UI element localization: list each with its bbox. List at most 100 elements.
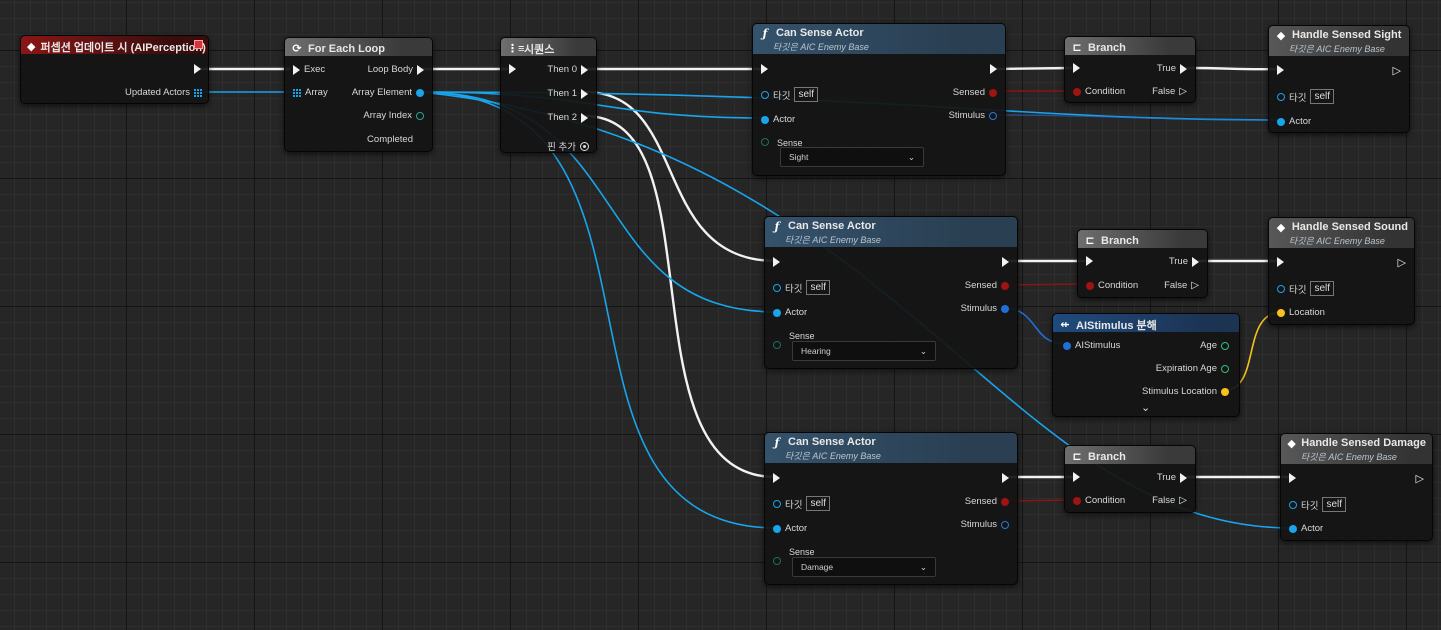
dropdown-value: Sight	[789, 152, 809, 162]
node-title: Can Sense Actor	[788, 436, 876, 448]
branch-node-2[interactable]: ⊏ Branch Condition True False▷	[1077, 229, 1208, 298]
int-pin-icon	[416, 111, 424, 120]
false-pin[interactable]: False▷	[1164, 280, 1199, 291]
condition-pin[interactable]: Condition	[1086, 280, 1138, 291]
branch-node-1[interactable]: ⊏ Branch Condition True False▷	[1064, 36, 1196, 103]
sense-dropdown[interactable]: Damage⌄	[792, 557, 936, 577]
location-pin[interactable]: Location	[1277, 307, 1325, 318]
for-each-loop-node[interactable]: ⟳ For Each Loop Exec Array Loop Body Arr…	[284, 37, 433, 152]
aistimulus-in-pin[interactable]: AIStimulus	[1063, 340, 1120, 351]
expiration-age-pin[interactable]: Expiration Age	[1156, 363, 1229, 374]
then2-pin[interactable]: Then 2	[547, 112, 588, 123]
exec-in-pin[interactable]	[1277, 257, 1284, 267]
sensed-pin[interactable]: Sensed	[965, 280, 1009, 291]
self-value[interactable]: self	[806, 280, 831, 295]
sequence-icon: ⋮≡	[507, 43, 525, 55]
exec-in-pin[interactable]	[761, 64, 768, 74]
exec-in-pin[interactable]	[773, 257, 780, 267]
sense-pin[interactable]	[773, 341, 781, 349]
pin-label: Then 2	[547, 112, 577, 123]
exec-in-pin[interactable]	[509, 64, 516, 74]
sensed-pin[interactable]: Sensed	[953, 87, 997, 98]
sense-dropdown[interactable]: Sight⌄	[780, 147, 924, 167]
exec-out-pin[interactable]: ▷	[1393, 64, 1401, 77]
handle-sensed-sight-node[interactable]: ◆ Handle Sensed Sight 타깃은 AIC Enemy Base…	[1268, 25, 1410, 133]
self-value[interactable]: self	[1310, 281, 1335, 296]
stimulus-pin[interactable]: Stimulus	[961, 303, 1009, 314]
handle-sensed-damage-node[interactable]: ◆ Handle Sensed Damage 타깃은 AIC Enemy Bas…	[1280, 433, 1433, 541]
exec-in-pin[interactable]	[1073, 472, 1080, 482]
exec-out-pin[interactable]	[1002, 473, 1009, 483]
branch-node-3[interactable]: ⊏ Branch Condition True False▷	[1064, 445, 1196, 513]
exec-in-pin[interactable]	[1289, 473, 1296, 483]
stimulus-location-pin[interactable]: Stimulus Location	[1142, 386, 1229, 397]
exec-in-pin[interactable]	[1086, 256, 1093, 266]
exec-out-pin[interactable]: ▷	[1416, 472, 1424, 485]
true-pin[interactable]: True	[1157, 472, 1187, 483]
sequence-node[interactable]: ⋮≡ 시퀀스 Then 0 Then 1 Then 2 핀 추가	[500, 37, 597, 153]
exec-in-pin[interactable]	[1277, 65, 1284, 75]
sense-pin[interactable]	[773, 557, 781, 565]
array-in-pin[interactable]: Array	[293, 87, 328, 98]
exec-out-pin[interactable]	[1002, 257, 1009, 267]
stimulus-pin[interactable]: Stimulus	[949, 110, 997, 121]
actor-pin[interactable]: Actor	[761, 114, 795, 125]
completed-pin[interactable]: Completed	[367, 134, 424, 145]
actor-pin[interactable]: Actor	[773, 307, 807, 318]
self-value[interactable]: self	[1310, 89, 1335, 104]
pin-label: AIStimulus	[1075, 340, 1121, 351]
condition-pin[interactable]: Condition	[1073, 86, 1125, 97]
self-value[interactable]: self	[794, 87, 819, 102]
sense-dropdown[interactable]: Hearing⌄	[792, 341, 936, 361]
updated-actors-pin[interactable]: Updated Actors	[125, 87, 202, 98]
exec-out-pin[interactable]	[990, 64, 997, 74]
break-aistimulus-node[interactable]: ⇷ AIStimulus 분해 AIStimulus Age Expiratio…	[1052, 313, 1240, 417]
actor-pin[interactable]: Actor	[1277, 116, 1311, 127]
sensed-pin[interactable]: Sensed	[965, 496, 1009, 507]
add-pin-button[interactable]: 핀 추가	[547, 139, 589, 153]
self-value[interactable]: self	[806, 496, 831, 511]
expand-chevron-icon[interactable]: ⌄	[1141, 402, 1151, 414]
function-icon: ƒ	[762, 27, 768, 40]
pin-label: Actor	[1301, 523, 1324, 534]
condition-pin[interactable]: Condition	[1073, 495, 1125, 506]
stimulus-pin[interactable]: Stimulus	[961, 519, 1009, 530]
sense-pin[interactable]	[761, 138, 769, 146]
actor-pin[interactable]: Actor	[773, 523, 807, 534]
node-title: Can Sense Actor	[788, 220, 876, 232]
pin-label: Array Element	[351, 87, 412, 98]
exec-in-pin[interactable]: Exec	[293, 64, 325, 75]
false-pin[interactable]: False▷	[1152, 495, 1187, 506]
on-perception-updated-node[interactable]: ◆ 퍼셉션 업데이트 시 (AIPerception) Updated Acto…	[20, 35, 209, 104]
array-element-pin[interactable]: Array Element	[352, 87, 424, 98]
exec-out-pin[interactable]: ▷	[1398, 256, 1406, 269]
true-pin[interactable]: True	[1157, 63, 1187, 74]
exec-in-pin[interactable]	[773, 473, 780, 483]
array-index-pin[interactable]: Array Index	[363, 110, 424, 121]
age-pin[interactable]: Age	[1200, 340, 1229, 351]
node-title: Branch	[1101, 234, 1139, 247]
actor-pin[interactable]: Actor	[1289, 523, 1323, 534]
handle-sensed-sound-node[interactable]: ◆ Handle Sensed Sound 타깃은 AIC Enemy Base…	[1268, 217, 1415, 325]
enum-pin-icon	[761, 138, 769, 146]
object-pin-icon	[1289, 524, 1297, 533]
then0-pin[interactable]: Then 0	[547, 64, 588, 75]
true-pin[interactable]: True	[1169, 256, 1199, 267]
delegate-pin-icon[interactable]	[194, 40, 203, 49]
then1-pin[interactable]: Then 1	[547, 88, 588, 99]
exec-out-pin[interactable]	[194, 64, 201, 74]
loop-body-pin[interactable]: Loop Body	[368, 64, 424, 75]
exec-in-pin[interactable]	[1073, 63, 1080, 73]
self-value[interactable]: self	[1322, 497, 1347, 512]
dropdown-value: Hearing	[801, 346, 831, 356]
false-pin[interactable]: False▷	[1152, 86, 1187, 97]
